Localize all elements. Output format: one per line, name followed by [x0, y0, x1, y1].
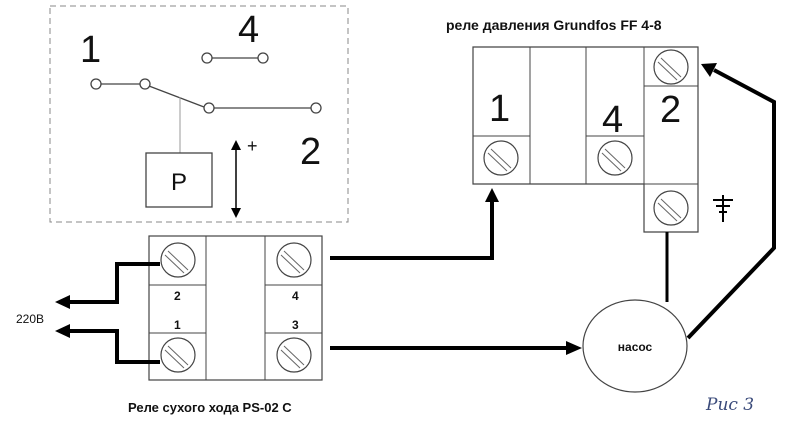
arrow-up-icon: [485, 188, 499, 202]
pressure-switch-title: реле давления Grundfos FF 4-8: [446, 17, 662, 33]
arrow-left-icon: [701, 63, 717, 77]
supply-voltage-label: 220В: [16, 312, 44, 326]
screw-icon: [483, 140, 519, 176]
contact-pivot: [139, 78, 151, 90]
contact-1-terminal: [90, 78, 102, 90]
screw-icon: [276, 242, 312, 278]
arrowheads: [55, 63, 717, 355]
pressure-sensor-box: [145, 152, 213, 208]
schematic-contact-2-label: 2: [300, 131, 321, 173]
relay-terminal-2-label: 2: [174, 289, 181, 303]
arrow-up-icon: [231, 140, 241, 150]
contact-4-terminal: [201, 52, 213, 64]
arrow-left-icon: [55, 295, 70, 309]
contact-4-terminal-b: [257, 52, 269, 64]
schematic-contact-4-label: 4: [238, 9, 259, 51]
pressure-switch-block: реле давления Grundfos FF 4-8 1 4 2: [446, 17, 733, 233]
relay-terminal-1-label: 1: [174, 318, 181, 332]
pressure-sensor-label: P: [171, 169, 187, 196]
wiring: [68, 68, 776, 364]
pump: насос: [582, 299, 688, 393]
ground-symbol-icon: [713, 195, 733, 222]
relay-terminal-3-label: 3: [292, 318, 299, 332]
screw-icon: [160, 337, 196, 373]
contact-2-terminal-b: [310, 102, 322, 114]
pump-label: насос: [618, 340, 653, 354]
relay-schematic: 1 4 2 P +: [49, 5, 349, 223]
screw-icon: [276, 337, 312, 373]
relay-terminal-4-label: 4: [292, 289, 299, 303]
screw-icon: [597, 140, 633, 176]
plus-sign: +: [247, 136, 258, 156]
pressure-terminal-4-label: 4: [602, 99, 623, 141]
arrow-left-icon: [55, 324, 70, 338]
figure-label: Рис 3: [705, 395, 754, 415]
pressure-terminal-2-label: 2: [660, 89, 681, 131]
screw-icon: [653, 190, 689, 226]
dry-run-relay-block: 2 1 4 3 Реле сухого хода PS-02 C: [128, 235, 323, 415]
pressure-terminal-1-label: 1: [489, 88, 510, 130]
arrow-right-icon: [566, 341, 582, 355]
schematic-contact-1-label: 1: [80, 29, 101, 71]
screw-icon: [653, 49, 689, 85]
arrow-down-icon: [231, 208, 241, 218]
screw-icon: [160, 242, 196, 278]
contact-2-terminal-a: [203, 102, 215, 114]
dry-run-relay-title: Реле сухого хода PS-02 C: [128, 400, 292, 415]
